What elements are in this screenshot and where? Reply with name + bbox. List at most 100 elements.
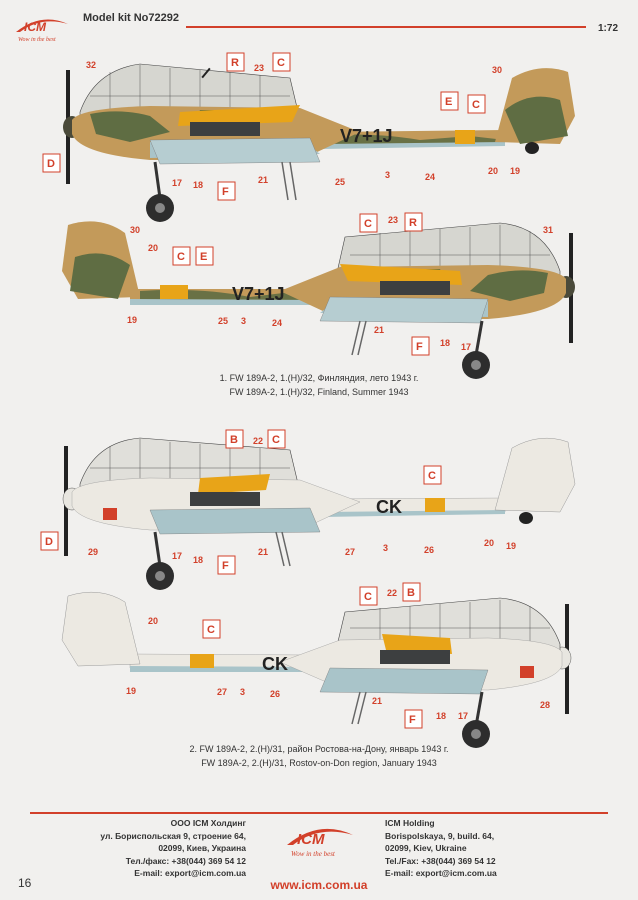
- svg-text:23: 23: [388, 215, 398, 225]
- svg-text:27: 27: [345, 547, 355, 557]
- label-box-C2: C: [467, 94, 486, 114]
- footer-rule: [30, 812, 608, 814]
- svg-text:19: 19: [506, 541, 516, 551]
- svg-text:21: 21: [374, 325, 384, 335]
- label-box-F3: F: [217, 555, 236, 575]
- svg-text:22: 22: [253, 436, 263, 446]
- address-english: ICM Holding Borispolskaya, 9, build. 64,…: [385, 818, 497, 878]
- svg-text:25: 25: [218, 316, 228, 326]
- svg-text:18: 18: [440, 338, 450, 348]
- icm-logo: ICM Wow in the best: [16, 19, 68, 43]
- label-box-F: F: [217, 181, 236, 201]
- callout-17: 17: [172, 178, 182, 188]
- svg-text:28: 28: [540, 700, 550, 710]
- wing-yellow-band: [178, 105, 300, 126]
- scale-label: 1:72: [598, 23, 619, 34]
- svg-text:3: 3: [240, 687, 245, 697]
- scheme1-profile-right: V7+1J C R C E F 23 31 30 20 19 25 3 24 2…: [62, 212, 575, 379]
- svg-text:18: 18: [193, 555, 203, 565]
- svg-text:C: C: [472, 99, 480, 111]
- callout-30: 30: [492, 65, 502, 75]
- svg-text:B: B: [230, 434, 238, 446]
- svg-text:E: E: [445, 96, 452, 108]
- label-box-C3: C: [359, 213, 378, 233]
- svg-text:26: 26: [270, 689, 280, 699]
- svg-text:20: 20: [484, 538, 494, 548]
- callout-32: 32: [86, 60, 96, 70]
- fuselage-code-3: CK: [376, 497, 402, 517]
- svg-text:C: C: [364, 591, 372, 603]
- svg-text:C: C: [177, 251, 185, 263]
- label-box-R: R: [226, 52, 245, 72]
- fuselage-code-2: V7+1J: [232, 284, 285, 304]
- svg-text:F: F: [222, 560, 229, 572]
- scheme2-caption-en: FW 189A-2, 2.(H)/31, Rostov-on-Don regio…: [201, 758, 437, 768]
- svg-text:C: C: [428, 470, 436, 482]
- svg-text:R: R: [231, 57, 239, 69]
- logo-tagline: Wow in the best: [18, 37, 56, 43]
- label-box-F4: F: [404, 709, 423, 729]
- callout-21: 21: [258, 175, 268, 185]
- svg-text:F: F: [222, 186, 229, 198]
- callout-20: 20: [488, 166, 498, 176]
- callout-24: 24: [425, 172, 435, 182]
- svg-text:31: 31: [543, 225, 553, 235]
- label-box-C6: C: [423, 465, 442, 485]
- tail-wheel: [525, 142, 539, 154]
- svg-text:24: 24: [272, 318, 282, 328]
- svg-text:29: 29: [88, 547, 98, 557]
- scheme2-profile-left: CK B C C D F 22 29 17 18 21 27 3 26 20 1…: [40, 429, 576, 590]
- svg-text:17: 17: [461, 342, 471, 352]
- svg-text:21: 21: [258, 547, 268, 557]
- label-box-R2: R: [404, 212, 423, 232]
- scheme1-caption: 1. FW 189A-2, 1.(H)/32, Финляндия, лето …: [0, 371, 638, 399]
- svg-text:C: C: [207, 624, 215, 636]
- label-box-C8: C: [202, 619, 221, 639]
- svg-text:19: 19: [126, 686, 136, 696]
- svg-text:C: C: [277, 57, 285, 69]
- label-box-F2: F: [411, 336, 430, 356]
- label-box-C4: C: [172, 246, 191, 266]
- svg-text:27: 27: [217, 687, 227, 697]
- label-box-E: E: [440, 91, 459, 111]
- svg-text:D: D: [45, 536, 53, 548]
- scheme2-profile-right: CK C B C F 22 20 19 27 3 26 21 18 17 28: [61, 582, 572, 748]
- svg-text:C: C: [364, 218, 372, 230]
- scheme1-caption-en: FW 189A-2, 1.(H)/32, Finland, Summer 194…: [229, 387, 409, 397]
- svg-text:E: E: [200, 251, 207, 263]
- website-link[interactable]: www.icm.com.ua: [270, 878, 368, 892]
- scheme1-caption-ru: 1. FW 189A-2, 1.(H)/32, Финляндия, лето …: [219, 373, 419, 383]
- logo-brand: ICM: [24, 20, 47, 34]
- svg-text:20: 20: [148, 243, 158, 253]
- svg-text:19: 19: [127, 315, 137, 325]
- label-box-C5: C: [267, 429, 286, 449]
- svg-text:Wow in the best: Wow in the best: [291, 850, 336, 858]
- svg-text:3: 3: [241, 316, 246, 326]
- fuselage-code-4: CK: [262, 654, 288, 674]
- address-russian: ООО ICM Холдинг ул. Бориспольская 9, стр…: [100, 818, 246, 878]
- label-box-E2: E: [195, 246, 214, 266]
- fuselage-code: V7+1J: [340, 126, 393, 146]
- label-box-C: C: [272, 52, 291, 72]
- scheme1-profile-left: V7+1J R C E C D F 32 23 30 17 18 21 25 3…: [42, 52, 575, 222]
- model-kit-title: Model kit No72292: [83, 12, 179, 24]
- svg-text:F: F: [409, 714, 416, 726]
- callout-25: 25: [335, 177, 345, 187]
- label-box-D2: D: [40, 531, 59, 551]
- header-rule: [186, 26, 586, 28]
- icm-logo-footer: ICM Wow in the best: [287, 828, 353, 858]
- page-number: 16: [18, 876, 32, 890]
- callout-3: 3: [385, 170, 390, 180]
- svg-text:21: 21: [372, 696, 382, 706]
- svg-text:3: 3: [383, 543, 388, 553]
- svg-text:R: R: [409, 217, 417, 229]
- svg-text:30: 30: [130, 225, 140, 235]
- callout-18: 18: [193, 180, 203, 190]
- svg-text:C: C: [272, 434, 280, 446]
- label-box-D: D: [42, 153, 61, 173]
- scheme2-caption: 2. FW 189A-2, 2.(H)/31, район Ростова-на…: [0, 742, 638, 770]
- svg-text:20: 20: [148, 616, 158, 626]
- svg-text:26: 26: [424, 545, 434, 555]
- svg-text:B: B: [407, 587, 415, 599]
- svg-text:17: 17: [172, 551, 182, 561]
